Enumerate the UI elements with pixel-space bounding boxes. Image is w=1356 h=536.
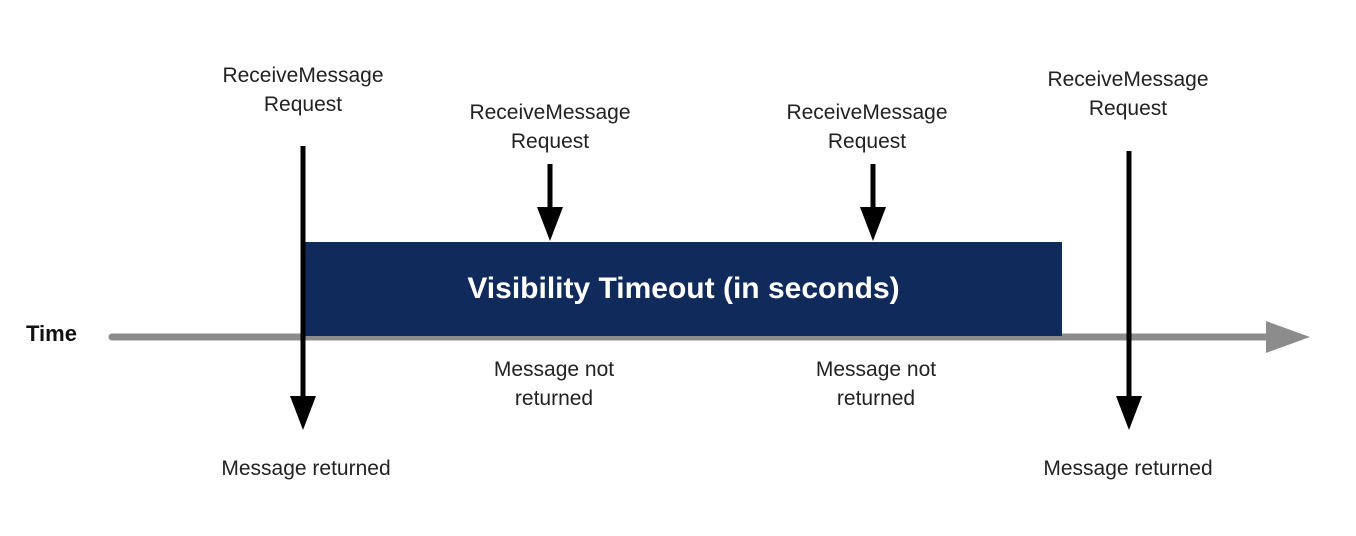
request-arrow-2 [537, 164, 563, 241]
request-arrow-1 [290, 146, 316, 430]
outcome-label-4: Message returned [1043, 457, 1213, 480]
request-label-1: ReceiveMessage Request [222, 64, 384, 116]
request-label-4: ReceiveMessage Request [1047, 68, 1209, 120]
outcome-label-2: Message not returned [493, 358, 615, 410]
request-label-3: ReceiveMessage Request [786, 101, 948, 153]
request-label-2: ReceiveMessage Request [469, 101, 631, 153]
time-axis-label: Time [26, 321, 77, 346]
visibility-timeout-label: Visibility Timeout (in seconds) [467, 272, 900, 305]
outcome-label-3: Message not returned [815, 358, 937, 410]
visibility-timeout-box [305, 242, 1062, 336]
time-axis-arrowhead [1266, 321, 1310, 353]
request-arrow-3 [860, 164, 886, 241]
outcome-label-1: Message returned [221, 457, 391, 480]
request-arrow-4 [1116, 151, 1142, 430]
